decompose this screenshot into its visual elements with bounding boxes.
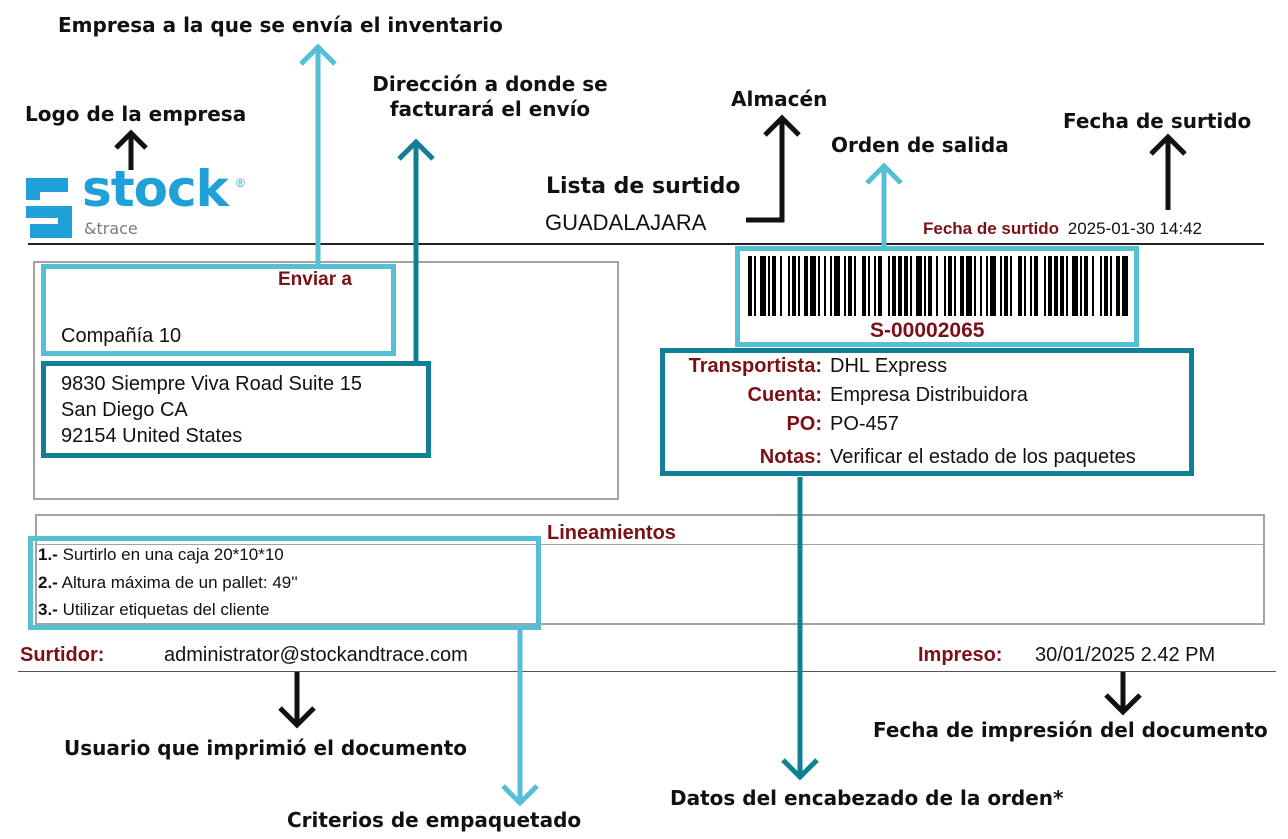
- picker-label: Surtidor:: [20, 644, 105, 666]
- order-field-po: PO: PO-457: [672, 413, 899, 436]
- printed-value: 30/01/2025 2.42 PM: [1035, 644, 1216, 666]
- arrow-up-icon: [746, 114, 801, 223]
- company-logo: stock ® &trace: [26, 160, 256, 240]
- address-line-1: 9830 Siempre Viva Road Suite 15: [61, 373, 362, 395]
- order-field-value: PO-457: [830, 413, 899, 435]
- guideline-text: Surtirlo en una caja 20*10*10: [62, 545, 284, 564]
- order-field-value: DHL Express: [830, 355, 948, 377]
- highlight-order-number: [735, 246, 1139, 347]
- highlight-ship-to-company: [41, 264, 396, 356]
- guideline-item: 2.- Altura máxima de un pallet: 49'': [38, 573, 298, 593]
- arrow-up-icon: [299, 43, 337, 268]
- arrow-down-icon: [278, 672, 316, 729]
- arrow-down-icon: [1104, 672, 1142, 716]
- arrow-up-icon: [865, 162, 903, 248]
- warehouse-name: GUADALAJARA: [545, 210, 707, 235]
- order-field-account: Cuenta: Empresa Distribuidora: [672, 384, 1028, 407]
- picking-date: Fecha de surtido 2025-01-30 14:42: [923, 219, 1202, 239]
- ship-to-heading: Enviar a: [278, 269, 352, 290]
- annotation-direccion-line1: Dirección a donde se: [372, 72, 608, 96]
- ship-to-address: 9830 Siempre Viva Road Suite 15 San Dieg…: [61, 371, 362, 449]
- ship-to-company: Compañía 10: [61, 325, 182, 347]
- picking-date-label: Fecha de surtido: [923, 219, 1060, 238]
- arrow-up-icon: [1149, 133, 1187, 210]
- header-divider: [28, 243, 1264, 245]
- annotation-criterios: Criterios de empaquetado: [287, 808, 582, 832]
- footer-divider: [18, 671, 1276, 672]
- order-field-notes: Notas: Verificar el estado de los paquete…: [672, 446, 1136, 469]
- order-field-label: PO:: [786, 413, 822, 435]
- guidelines-heading: Lineamientos: [547, 522, 676, 544]
- address-line-3: 92154 United States: [61, 425, 243, 447]
- logo-registered-mark: ®: [236, 176, 245, 190]
- picker-value: administrator@stockandtrace.com: [164, 644, 468, 666]
- ship-to-panel: [33, 261, 619, 500]
- annotation-orden-salida: Orden de salida: [831, 133, 1009, 157]
- order-field-label: Notas:: [759, 446, 822, 468]
- guideline-text: Altura máxima de un pallet: 49'': [61, 573, 298, 592]
- logo-subtitle: &trace: [84, 219, 138, 238]
- highlight-order-header: [660, 348, 1194, 476]
- annotation-usuario: Usuario que imprimió el documento: [64, 736, 467, 760]
- picking-date-value: 2025-01-30 14:42: [1067, 219, 1202, 238]
- logo-mark-icon: [26, 178, 72, 238]
- annotation-fecha-impresion: Fecha de impresión del documento: [873, 718, 1268, 742]
- highlight-billing-address: [41, 361, 431, 458]
- guideline-number: 1.-: [38, 545, 58, 564]
- annotation-fecha-surtido: Fecha de surtido: [1063, 109, 1252, 133]
- guidelines-divider: [35, 544, 1265, 545]
- annotation-direccion-line2: facturará el envío: [389, 97, 591, 121]
- annotation-direccion-factura: Dirección a donde se facturará el envío: [360, 72, 620, 122]
- highlight-guidelines: [28, 536, 541, 630]
- logo-wordmark: stock: [82, 160, 229, 218]
- guideline-item: 1.- Surtirlo en una caja 20*10*10: [38, 545, 284, 565]
- barcode: [748, 256, 1128, 316]
- address-line-2: San Diego CA: [61, 399, 188, 421]
- order-field-value: Empresa Distribuidora: [830, 384, 1028, 406]
- guideline-text: Utilizar etiquetas del cliente: [62, 600, 270, 619]
- guidelines-panel: [35, 514, 1265, 625]
- annotation-logo: Logo de la empresa: [25, 102, 247, 126]
- printed-label: Impreso:: [918, 644, 1003, 666]
- order-field-value: Verificar el estado de los paquetes: [830, 446, 1136, 468]
- document-title: Lista de surtido: [546, 174, 741, 199]
- annotation-datos-encabezado: Datos del encabezado de la orden*: [670, 786, 1064, 810]
- guideline-number: 3.-: [38, 600, 58, 619]
- order-field-carrier: Transportista: DHL Express: [672, 355, 947, 378]
- order-number: S-00002065: [870, 319, 985, 342]
- order-field-label: Cuenta:: [747, 384, 822, 406]
- annotation-almacen: Almacén: [731, 87, 828, 111]
- guideline-number: 2.-: [38, 573, 58, 592]
- barcode-icon: [748, 256, 1128, 316]
- order-field-label: Transportista:: [688, 355, 822, 377]
- guideline-item: 3.- Utilizar etiquetas del cliente: [38, 600, 270, 620]
- arrow-down-icon: [501, 630, 539, 807]
- annotation-empresa-envio: Empresa a la que se envía el inventario: [58, 13, 503, 37]
